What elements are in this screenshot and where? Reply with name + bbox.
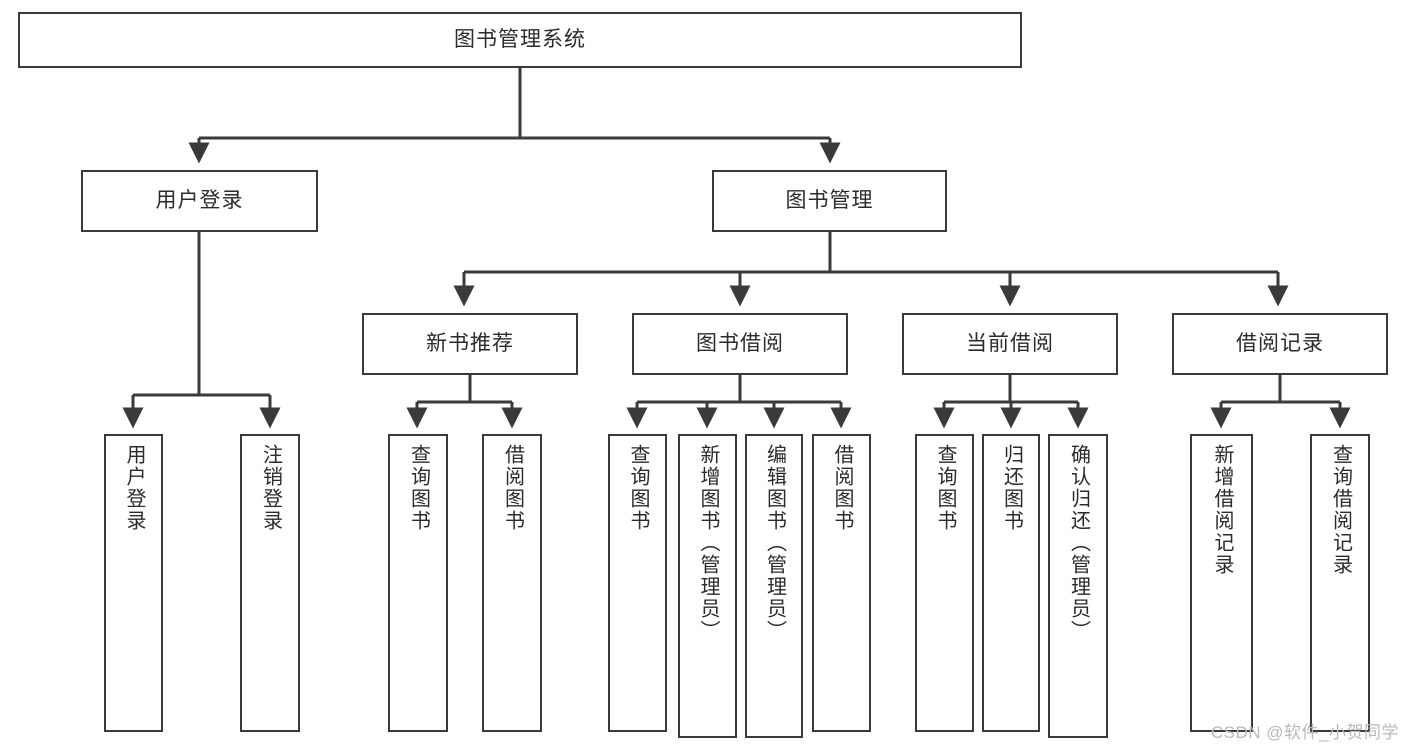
node-user-login[interactable]: 用户登录 [81, 170, 318, 232]
watermark: CSDN @软件_小贺同学 [1210, 723, 1399, 742]
node-leaf-query-book-1-label: 查询图书 [407, 444, 430, 532]
node-leaf-query-record[interactable]: 查询借阅记录 [1310, 434, 1370, 732]
node-leaf-confirm-return-label: 确认归还（管理员） [1067, 444, 1090, 642]
node-leaf-query-book-3-label: 查询图书 [934, 444, 956, 532]
node-book-borrow-label: 图书借阅 [696, 332, 784, 356]
node-new-book-recommend[interactable]: 新书推荐 [362, 313, 578, 375]
node-current-borrow-label: 当前借阅 [966, 332, 1054, 356]
node-leaf-add-record[interactable]: 新增借阅记录 [1190, 434, 1253, 732]
node-book-management[interactable]: 图书管理 [712, 170, 947, 232]
node-leaf-add-record-label: 新增借阅记录 [1211, 444, 1233, 576]
node-borrow-record[interactable]: 借阅记录 [1172, 313, 1388, 375]
node-leaf-return-book[interactable]: 归还图书 [982, 434, 1040, 732]
node-leaf-edit-book[interactable]: 编辑图书（管理员） [745, 434, 803, 738]
node-leaf-user-logout[interactable]: 注销登录 [240, 434, 300, 732]
node-leaf-borrow-book-2-label: 借阅图书 [831, 444, 853, 532]
node-user-login-label: 用户登录 [155, 189, 244, 213]
node-leaf-user-login-label: 用户登录 [123, 444, 145, 532]
node-leaf-confirm-return[interactable]: 确认归还（管理员） [1048, 434, 1108, 738]
node-leaf-user-login[interactable]: 用户登录 [104, 434, 163, 732]
node-leaf-user-logout-label: 注销登录 [259, 444, 282, 532]
node-book-borrow[interactable]: 图书借阅 [632, 313, 848, 375]
node-leaf-query-record-label: 查询借阅记录 [1329, 444, 1352, 576]
node-current-borrow[interactable]: 当前借阅 [902, 313, 1118, 375]
node-leaf-query-book-3[interactable]: 查询图书 [915, 434, 974, 732]
node-borrow-record-label: 借阅记录 [1236, 332, 1324, 356]
node-leaf-query-book-2-label: 查询图书 [627, 444, 649, 532]
node-book-management-label: 图书管理 [785, 189, 874, 213]
node-root[interactable]: 图书管理系统 [18, 12, 1022, 68]
node-leaf-query-book-2[interactable]: 查询图书 [608, 434, 667, 732]
node-leaf-borrow-book-1-label: 借阅图书 [501, 444, 524, 532]
node-leaf-borrow-book-2[interactable]: 借阅图书 [812, 434, 871, 732]
node-leaf-borrow-book-1[interactable]: 借阅图书 [482, 434, 542, 732]
node-leaf-edit-book-label: 编辑图书（管理员） [763, 444, 786, 642]
node-new-book-recommend-label: 新书推荐 [426, 332, 514, 356]
node-root-label: 图书管理系统 [454, 28, 586, 52]
node-leaf-add-book-label: 新增图书（管理员） [697, 444, 719, 642]
node-leaf-return-book-label: 归还图书 [1000, 444, 1023, 532]
node-leaf-add-book[interactable]: 新增图书（管理员） [678, 434, 737, 738]
node-leaf-query-book-1[interactable]: 查询图书 [388, 434, 448, 732]
